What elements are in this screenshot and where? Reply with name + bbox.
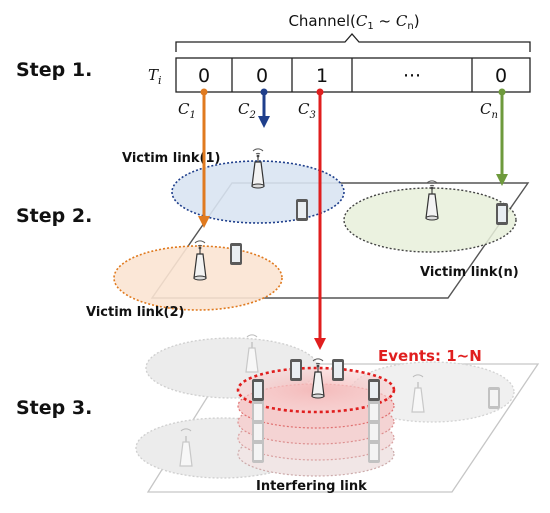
victim-link-n-label: Victim link(n): [420, 265, 519, 280]
step-3-label: Step 3.: [16, 397, 92, 419]
phone-icon: [296, 199, 308, 221]
channel-cell-1: 0: [198, 65, 210, 87]
arrow-c2: [258, 88, 270, 128]
victim-link-2-label: Victim link(2): [86, 305, 184, 320]
phone-icon: [496, 203, 508, 225]
stacked-phone-icon: [252, 441, 264, 463]
step-2-label: Step 2.: [16, 205, 92, 227]
faint-phone-icon: [488, 387, 500, 409]
phone-icon: [252, 379, 264, 401]
stacked-phone-icon: [368, 441, 380, 463]
stacked-phone-icon: [368, 401, 380, 423]
marker-cn-label: Cn: [480, 100, 498, 121]
channel-brace: [175, 33, 531, 52]
marker-c1-label: C1: [178, 100, 196, 121]
arrow-c3: [314, 88, 326, 350]
victim-link-1-label: Victim link(1): [122, 151, 220, 166]
phone-icon: [290, 359, 302, 381]
channel-cell-5: 0: [495, 65, 507, 87]
channel-cell-2: 0: [256, 65, 268, 87]
channel-cell-4: ···: [403, 65, 421, 87]
events-label: Events: 1~N: [378, 347, 482, 365]
marker-c3-label: C3: [298, 100, 316, 121]
arrow-c1: [198, 88, 210, 228]
phone-icon: [368, 379, 380, 401]
tower-icon: [425, 180, 439, 221]
phone-icon: [230, 243, 242, 265]
step-1-label: Step 1.: [16, 59, 92, 81]
channel-row: [175, 57, 531, 93]
channel-title: Channel(C1 ~ Cn): [288, 12, 419, 32]
channel-cell-3: 1: [316, 65, 328, 87]
phone-icon: [332, 359, 344, 381]
interfering-link-label: Interfering link: [256, 479, 367, 494]
row-label-ti: Ti: [148, 66, 162, 87]
stacked-phone-icon: [368, 421, 380, 443]
arrow-cn: [496, 88, 508, 186]
tower-icon: [251, 148, 265, 189]
stacked-phone-icon: [252, 401, 264, 423]
stacked-phone-icon: [252, 421, 264, 443]
marker-c2-label: C2: [238, 100, 256, 121]
